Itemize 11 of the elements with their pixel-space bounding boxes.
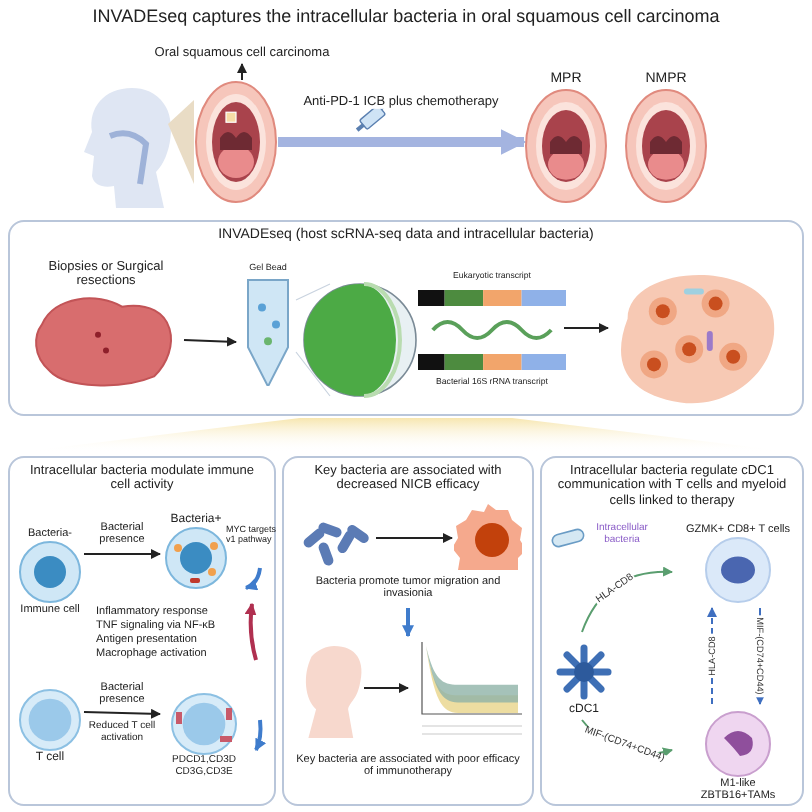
panel (8, 220, 804, 416)
title: INVADEseq captures the intracellular bacteria in oral squamous cell carcinoma (90, 6, 722, 26)
arrow (278, 129, 527, 155)
arrow (83, 549, 161, 559)
arrow (83, 708, 161, 719)
arrow (237, 63, 247, 81)
arrow (183, 336, 237, 347)
arrow (375, 533, 453, 543)
panel (282, 456, 534, 806)
arrow (563, 323, 609, 333)
arrow (363, 683, 409, 693)
